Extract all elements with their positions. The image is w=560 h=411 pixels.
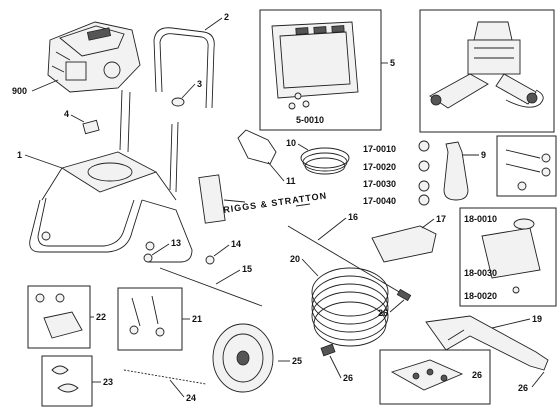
washer-14 [205,255,215,265]
label-washer-13: 13 [171,238,181,248]
wheel [212,323,274,393]
pump [429,21,544,109]
label-engine: 900 [12,86,27,96]
fittings [418,140,430,206]
nozzle-holder [371,225,437,263]
engine [47,21,141,93]
decal [82,119,100,135]
upper-handle [153,27,215,109]
clips [51,365,79,393]
label-handle-upper: 2 [224,12,229,22]
label-panel: 5 [390,58,395,68]
label-hose-20: 20 [290,254,300,264]
frame [29,89,193,263]
spray-gun [425,315,549,371]
watermark: BRIGGS & STRATTON [215,190,327,216]
label-nozzle-a: 26 [378,308,388,318]
clips-box [41,355,93,407]
label-nozzle-b: 26 [343,373,353,383]
tank-box [459,207,557,307]
strap [123,369,207,385]
label-gun: 19 [532,314,542,324]
label-fit-0030: 17-0030 [363,179,396,189]
control-panel [271,21,359,110]
plug [171,97,185,107]
label-holder: 17 [436,214,446,224]
label-nozzle-d: 26 [518,383,528,393]
bottle [443,141,469,201]
label-feet: 22 [96,312,106,322]
label-bracket-11: 11 [286,176,296,186]
label-bottle: 9 [481,150,486,160]
bolts-21 [129,295,165,337]
label-clips: 23 [103,377,113,387]
detergent-tank [481,218,541,294]
label-strap: 24 [186,393,196,403]
bracket [237,129,277,165]
pump-box [419,9,555,133]
pin [295,203,311,207]
label-wheel: 25 [292,356,302,366]
nozzle-kit [390,359,464,391]
label-fit-0020: 17-0020 [363,162,396,172]
label-fit-0010: 17-0010 [363,144,396,154]
label-bolts-21: 21 [192,314,202,324]
label-panel-hw: 5-0010 [296,115,324,125]
label-nozzle-c: 26 [472,370,482,380]
bolts-7-box [496,135,557,197]
coiled-hose-10 [300,147,350,175]
bolts-7 [505,149,551,191]
high-pressure-hose [311,267,389,357]
panel-box [259,9,382,131]
label-hose-10: 10 [286,138,296,148]
label-plug: 3 [197,79,202,89]
washer-13 [143,253,153,263]
nozzle-kit-box [379,349,491,405]
label-decal: 4 [64,109,69,119]
label-lance: 16 [348,212,358,222]
bolts-21-box [117,287,183,351]
plate [198,174,226,224]
label-rod: 15 [242,264,252,274]
label-frame: 1 [17,150,22,160]
label-tank-0010: 18-0010 [464,214,497,224]
axle-rod [159,267,263,307]
label-fit-0040: 17-0040 [363,196,396,206]
label-tank-0020: 18-0020 [464,291,497,301]
rubber-feet [35,293,83,339]
label-tank-0030: 18-0030 [464,268,497,278]
label-washer-14: 14 [231,239,241,249]
